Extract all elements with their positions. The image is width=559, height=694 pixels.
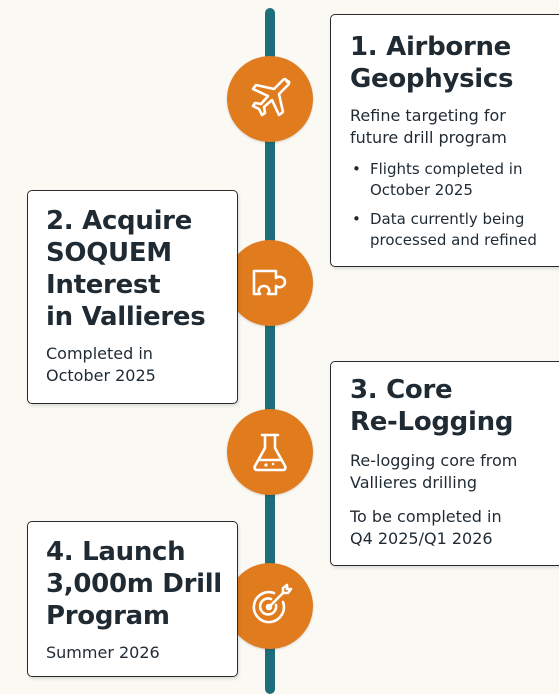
milestone-4-desc-line1: Summer 2026	[46, 643, 160, 662]
milestone-3-title-line1: 3. Core	[350, 375, 453, 405]
milestone-1-bullet-list: Flights completed in October 2025 Data c…	[350, 159, 559, 251]
milestone-2-card: 2. Acquire SOQUEM Interest in Vallieres …	[27, 190, 238, 404]
milestone-3-note-line1: To be completed in	[350, 507, 502, 526]
milestone-3-note-line2: Q4 2025/Q1 2026	[350, 529, 493, 548]
milestone-4-title-line2: 3,000m Drill	[46, 569, 222, 599]
milestone-2-title-line2: SOQUEM	[46, 238, 172, 268]
milestone-2-title: 2. Acquire SOQUEM Interest in Vallieres	[46, 205, 237, 333]
milestone-2-node	[227, 240, 313, 326]
milestone-1-desc-line2: future drill program	[350, 128, 507, 147]
airplane-icon	[251, 77, 291, 117]
milestone-1-title: 1. Airborne Geophysics	[350, 31, 559, 95]
milestone-3-title-line2: Re-Logging	[350, 407, 514, 437]
milestone-3-title: 3. Core Re-Logging	[350, 374, 559, 438]
flask-icon	[253, 433, 287, 472]
bullet-line: processed and refined	[370, 231, 537, 249]
bullet-line: October 2025	[370, 181, 473, 199]
milestone-3-card: 3. Core Re-Logging Re-logging core from …	[330, 361, 559, 566]
milestone-2-title-line3: Interest	[46, 270, 161, 300]
milestone-2-desc-line2: October 2025	[46, 366, 156, 385]
milestone-4-title-line1: 4. Launch	[46, 537, 186, 567]
milestone-3-description: Re-logging core from Vallieres drilling	[350, 450, 559, 494]
milestone-1-card: 1. Airborne Geophysics Refine targeting …	[330, 14, 559, 267]
milestone-2-description: Completed in October 2025	[46, 343, 237, 387]
milestone-3-desc-line2: Vallieres drilling	[350, 473, 477, 492]
milestone-1-bullet: Data currently being processed and refin…	[350, 209, 559, 251]
bullet-line: Flights completed in	[370, 160, 523, 178]
timeline-line	[265, 8, 275, 694]
puzzle-piece-icon	[252, 269, 287, 296]
milestone-2-desc-line1: Completed in	[46, 344, 153, 363]
milestone-3-desc-line1: Re-logging core from	[350, 451, 518, 470]
milestone-3-node	[227, 409, 313, 495]
milestone-4-description: Summer 2026	[46, 642, 237, 664]
milestone-1-desc-line1: Refine targeting for	[350, 106, 506, 125]
milestone-4-node	[227, 563, 313, 649]
milestone-4-card: 4. Launch 3,000m Drill Program Summer 20…	[27, 521, 238, 677]
milestone-1-node	[227, 56, 313, 142]
milestone-4-title: 4. Launch 3,000m Drill Program	[46, 536, 237, 632]
milestone-3-note: To be completed in Q4 2025/Q1 2026	[350, 506, 559, 550]
milestone-1-title-line2: Geophysics	[350, 64, 514, 94]
milestone-1-description: Refine targeting for future drill progra…	[350, 105, 559, 149]
target-icon	[252, 583, 293, 624]
milestone-2-title-line4: in Vallieres	[46, 302, 206, 332]
bullet-line: Data currently being	[370, 210, 525, 228]
milestone-4-title-line3: Program	[46, 601, 170, 631]
milestone-1-title-line1: 1. Airborne	[350, 32, 512, 62]
milestone-2-title-line1: 2. Acquire	[46, 206, 193, 236]
milestone-1-bullet: Flights completed in October 2025	[350, 159, 559, 201]
